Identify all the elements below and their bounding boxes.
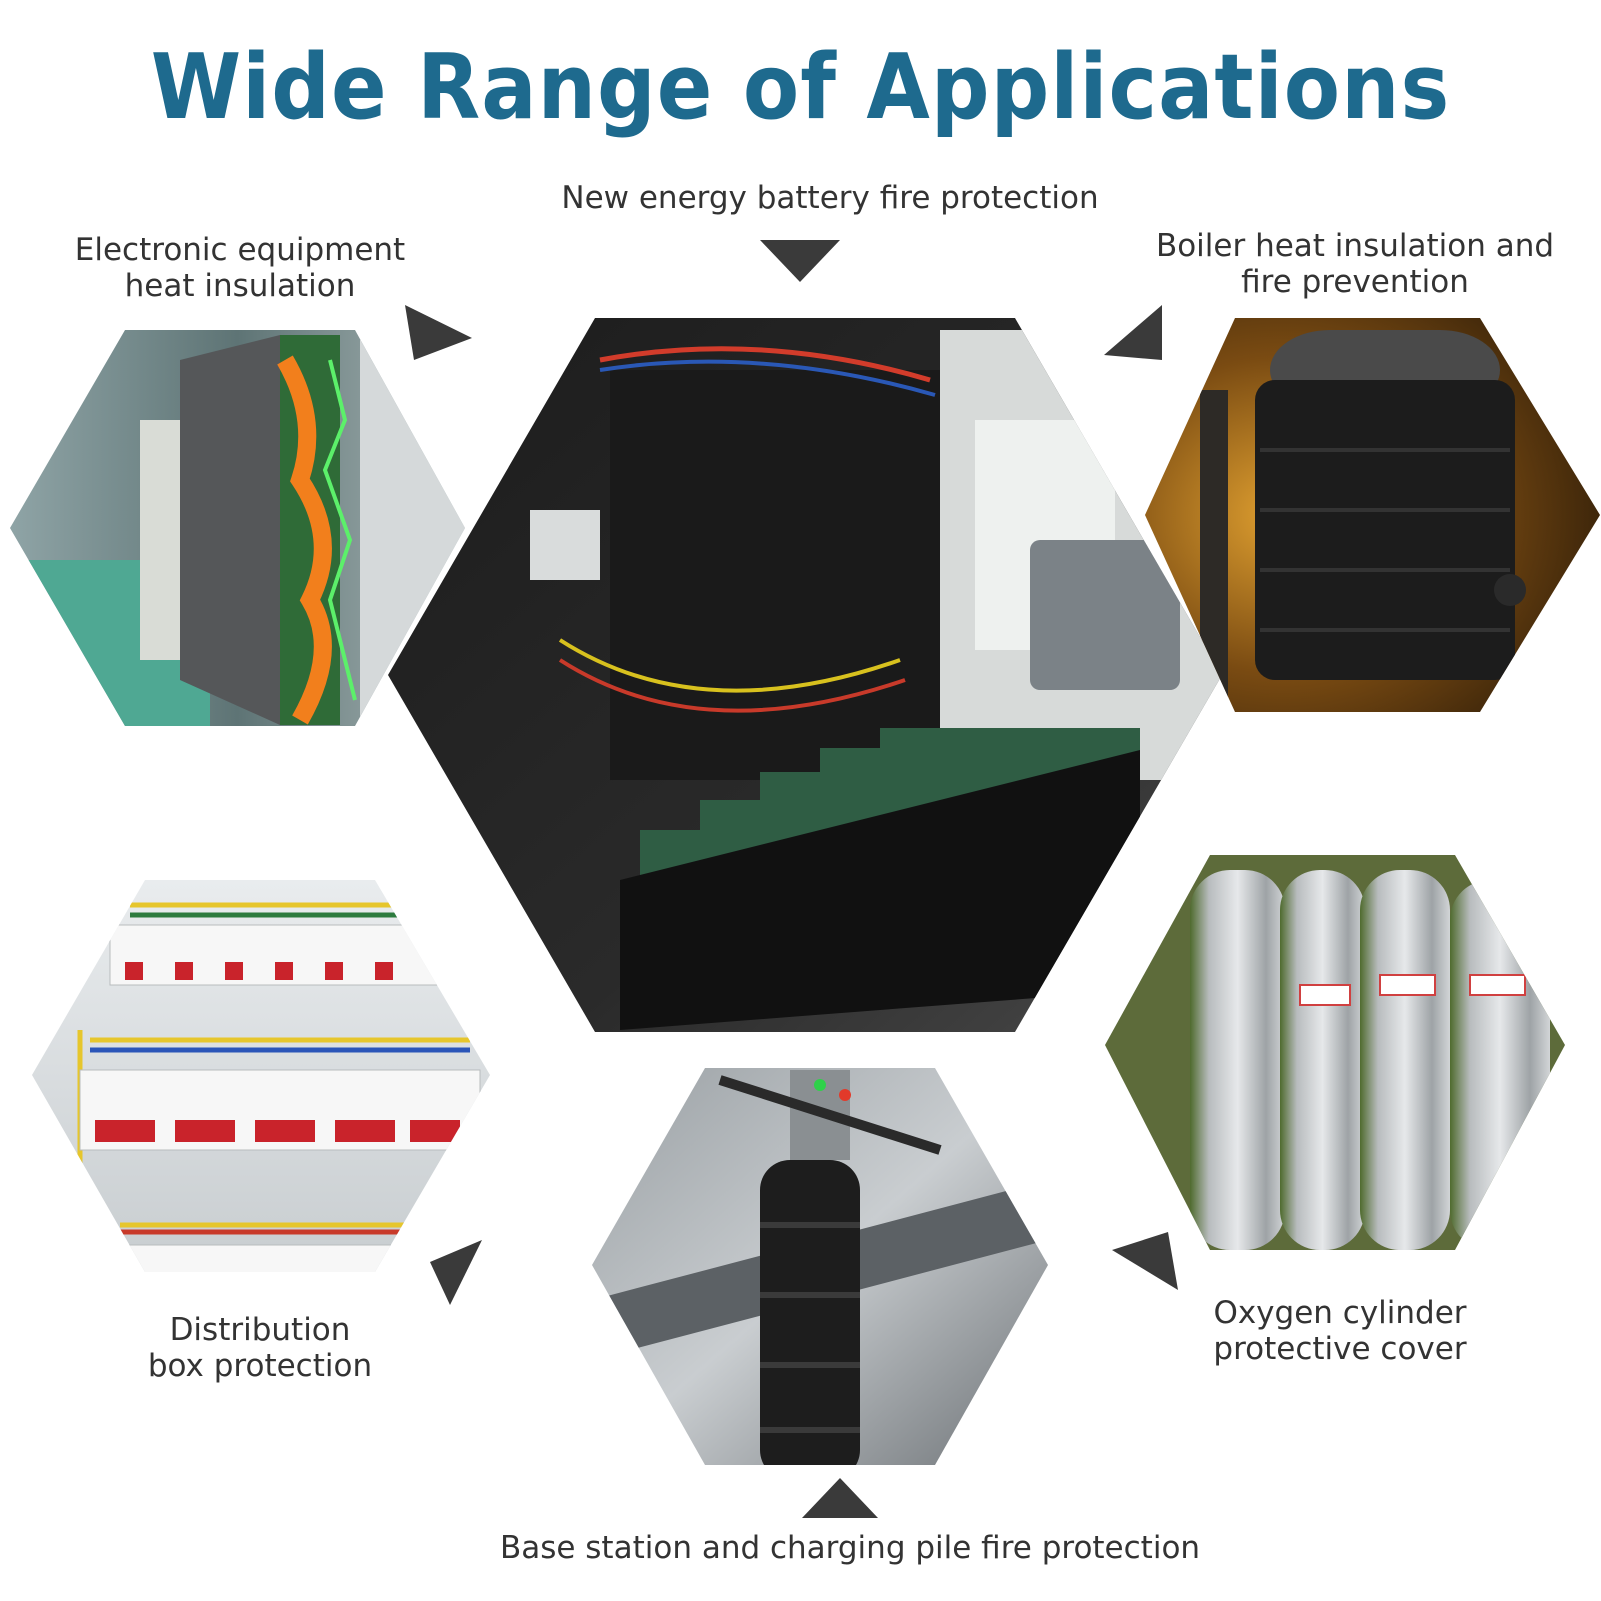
label-boiler: Boiler heat insulation and fire preventi… (1155, 228, 1555, 300)
arrow-up-right-icon (430, 1240, 482, 1305)
arrow-up-icon (802, 1478, 878, 1518)
breaker-panel-icon (32, 880, 490, 1272)
page-title: Wide Range of Applications (150, 35, 1451, 140)
arrow-left-icon (1104, 305, 1162, 360)
battery-pack-icon (388, 318, 1222, 1032)
label-oxygen: Oxygen cylinder protective cover (1213, 1295, 1467, 1367)
arrow-right-icon (405, 305, 472, 360)
label-battery: New energy battery fire protection (561, 180, 1099, 216)
gas-cylinder-icon (1105, 855, 1565, 1250)
label-distribution: Distribution box protection (147, 1312, 373, 1384)
arrow-up-left-icon (1112, 1232, 1178, 1290)
boiler-icon (1145, 318, 1600, 712)
utility-pole-icon (592, 1068, 1048, 1465)
label-base-station: Base station and charging pile fire prot… (499, 1530, 1201, 1566)
label-electronic: Electronic equipment heat insulation (74, 232, 406, 304)
arrow-down-icon (760, 240, 840, 282)
